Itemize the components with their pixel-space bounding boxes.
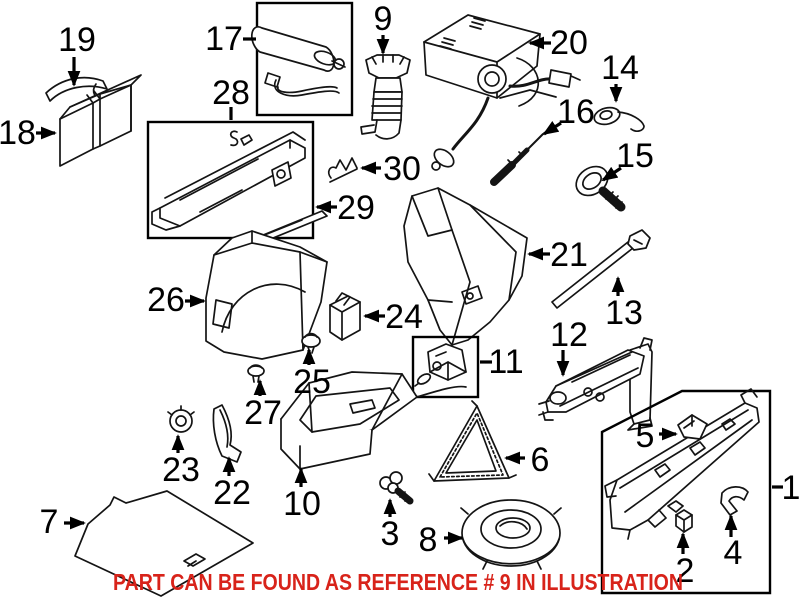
callout-15-label: 15	[616, 137, 654, 175]
reference-note: PART CAN BE FOUND AS REFERENCE # 9 IN IL…	[113, 569, 683, 595]
part-trunk-mat-7	[74, 490, 254, 597]
part-sill-carrier-28	[151, 130, 306, 231]
part-fastener-27	[247, 364, 265, 383]
callout-8-label: 8	[419, 521, 438, 559]
callout-16-label: 16	[557, 93, 595, 131]
part-wrench-rod-13	[551, 229, 651, 309]
callout-15-leader	[601, 166, 622, 182]
callout-19-label: 19	[58, 21, 96, 59]
ref-box-17	[255, 1, 354, 117]
callout-11-label: 11	[488, 343, 523, 381]
part-rear-panel-26	[205, 230, 328, 360]
callout-27-label: 27	[244, 394, 282, 432]
callout-18-label: 18	[0, 114, 36, 152]
part-support-22	[212, 404, 242, 463]
part-rod-16	[490, 133, 544, 186]
callout-9-label: 9	[374, 0, 393, 38]
part-wheel-retainer-8	[460, 499, 562, 570]
part-valve-9	[360, 54, 411, 140]
part-bracket-11	[414, 343, 467, 387]
ref-box-28	[146, 120, 315, 240]
callout-6-label: 6	[531, 441, 550, 479]
callout-22-label: 22	[213, 474, 251, 512]
part-clip-4	[720, 486, 749, 516]
callout-14-label: 14	[601, 49, 639, 87]
part-jack-12	[538, 337, 653, 431]
part-canister-17	[251, 26, 346, 97]
callout-26-label: 26	[147, 281, 185, 319]
callout-16-leader	[542, 120, 562, 136]
callout-23-label: 23	[162, 451, 200, 489]
callout-7-label: 7	[40, 503, 59, 541]
callout-3-label: 3	[381, 515, 400, 553]
callout-24-label: 24	[385, 298, 423, 336]
callout-28-label: 28	[212, 74, 250, 112]
callout-17-label: 17	[205, 20, 243, 58]
callout-12-label: 12	[550, 316, 588, 354]
callout-5-label: 5	[636, 417, 655, 455]
part-compressor-20	[423, 14, 581, 171]
callout-1-label: 1	[782, 469, 800, 507]
callout-25-label: 25	[293, 363, 331, 401]
part-tow-eye-15	[575, 165, 626, 212]
callout-10-label: 10	[283, 485, 321, 523]
callout-30-label: 30	[383, 150, 421, 188]
callout-13-label: 13	[605, 294, 643, 332]
ref-box-11	[411, 335, 480, 399]
callout-29-label: 29	[337, 189, 375, 227]
callout-2-label: 2	[676, 552, 695, 590]
part-first-aid-kit-18	[59, 74, 142, 167]
illustration-artwork	[45, 1, 772, 597]
part-bracket-5	[677, 414, 708, 440]
ref-box-1	[600, 389, 772, 595]
callout-20-label: 20	[550, 24, 588, 62]
part-clip-2	[675, 509, 693, 533]
part-warning-triangle-6	[428, 400, 517, 482]
part-side-trim-21	[403, 187, 528, 346]
part-wing-bolt-3	[379, 471, 414, 505]
part-nut-23	[167, 405, 195, 433]
part-storage-cover-10	[280, 371, 467, 470]
callout-21-label: 21	[550, 236, 588, 274]
part-hook-14	[593, 106, 645, 132]
callout-4-label: 4	[724, 534, 743, 572]
part-sill-trim-1	[604, 388, 760, 540]
part-bracket-24	[329, 292, 361, 341]
part-grommet-25	[301, 332, 321, 354]
part-clip-30	[327, 157, 358, 183]
